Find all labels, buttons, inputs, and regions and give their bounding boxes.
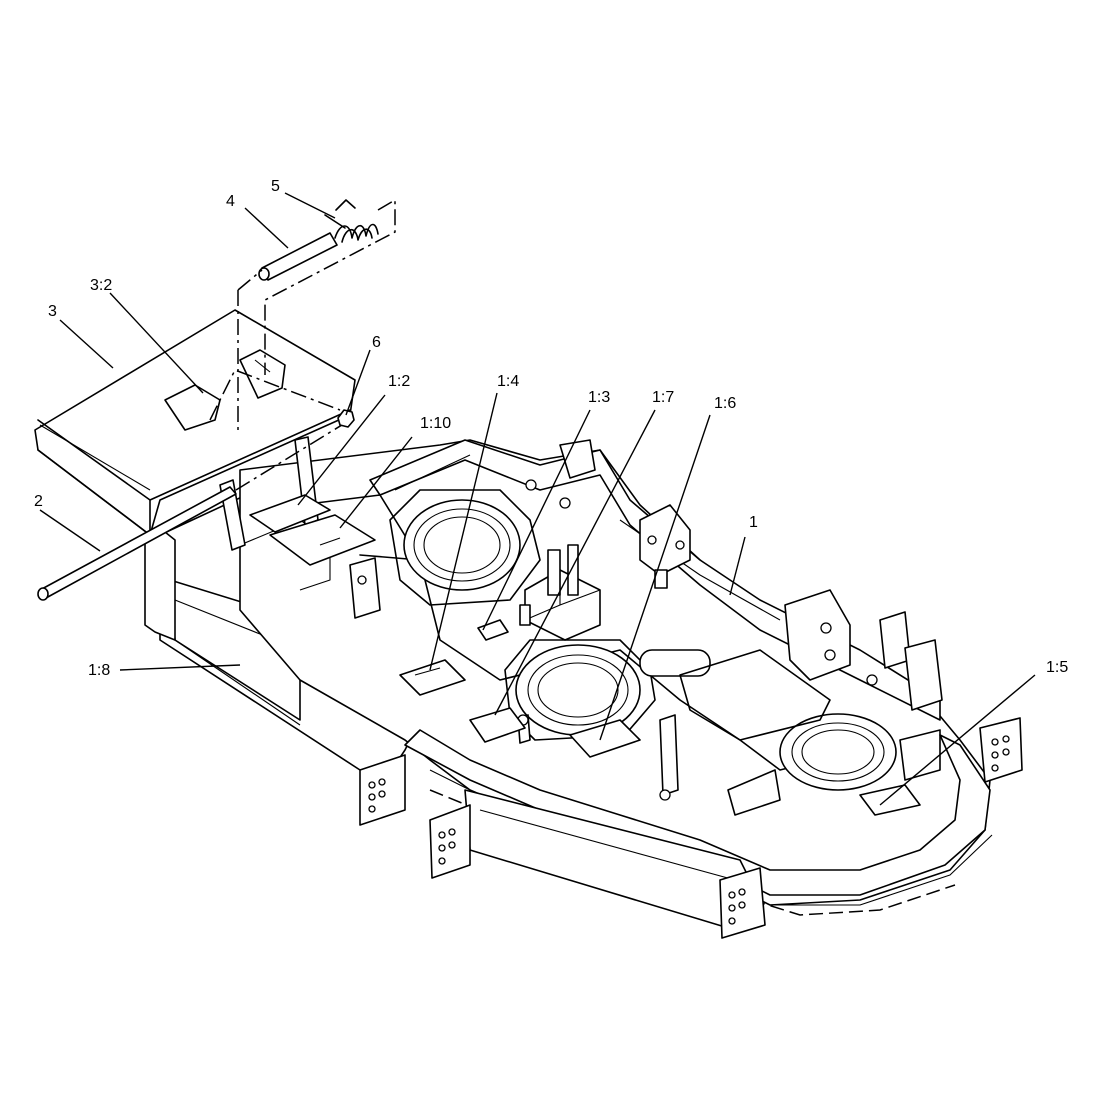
spindle-opening-right xyxy=(779,713,897,791)
decal-1-10 xyxy=(269,514,376,566)
front-bracket-right xyxy=(719,867,766,939)
decal-1-5 xyxy=(859,784,921,816)
callout-1-6: 1:6 xyxy=(714,395,736,412)
front-bracket-left xyxy=(359,754,406,826)
decals xyxy=(249,494,921,816)
callout-1-4: 1:4 xyxy=(497,373,519,390)
callout-1-5: 1:5 xyxy=(1046,659,1068,676)
callout-labels: 5 4 3:2 3 6 1:2 1:10 1:4 1:3 1:7 1:6 1 2… xyxy=(34,178,1068,679)
spring-rod xyxy=(258,232,338,281)
callout-2: 2 xyxy=(34,493,43,510)
torsion-spring xyxy=(324,199,379,243)
assembly-path xyxy=(209,198,396,430)
discharge-deflector xyxy=(34,309,356,536)
side-bracket-right xyxy=(979,717,1023,783)
decal-1-6 xyxy=(569,719,641,758)
callout-1-7: 1:7 xyxy=(652,389,674,406)
callout-1: 1 xyxy=(749,514,758,531)
callout-4: 4 xyxy=(226,193,235,210)
decal-1-2 xyxy=(249,494,331,533)
leader-lines xyxy=(39,192,1036,806)
mower-deck xyxy=(144,436,1023,939)
spindle-opening-left xyxy=(389,489,541,606)
callout-1-3: 1:3 xyxy=(588,389,610,406)
front-bracket-center xyxy=(429,804,471,879)
callout-3-2: 3:2 xyxy=(90,277,112,294)
decal-1-3 xyxy=(477,619,509,641)
callout-1-10: 1:10 xyxy=(420,415,451,432)
callout-5: 5 xyxy=(271,178,280,195)
callout-1-8: 1:8 xyxy=(88,662,110,679)
decal-1-4 xyxy=(399,659,466,696)
callout-3: 3 xyxy=(48,303,57,320)
callout-6: 6 xyxy=(372,334,381,351)
hinge-rod xyxy=(37,419,351,601)
callout-1-2: 1:2 xyxy=(388,373,410,390)
nut xyxy=(337,409,355,428)
